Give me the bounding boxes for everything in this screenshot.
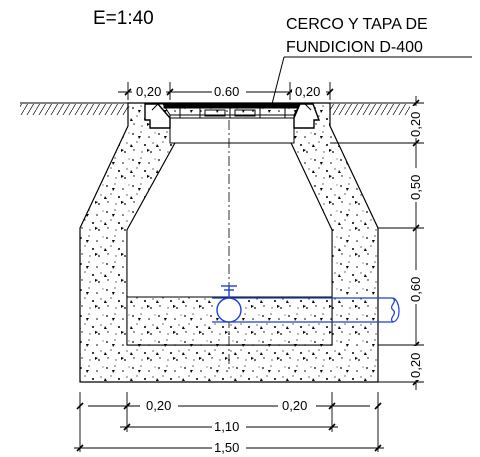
valve-icon — [216, 285, 242, 323]
dim-right-3: 0,60 — [408, 277, 423, 302]
dimension-label-backgrounds — [132, 85, 422, 454]
dim-right-2: 0,50 — [408, 175, 423, 200]
note-leader — [271, 56, 472, 105]
dim-bottom-left: 0,20 — [146, 398, 171, 413]
dim-top-left: 0,20 — [136, 84, 161, 99]
water-pipe — [212, 297, 400, 323]
dim-bottom-inner: 1,10 — [214, 419, 239, 434]
dim-top-center: 0.60 — [214, 84, 239, 99]
dim-bottom-outer: 1,50 — [214, 440, 239, 455]
cover-note-line-2: FUNDICION D-400 — [286, 39, 423, 56]
scale-label: E=1:40 — [93, 8, 154, 29]
dim-right-1: 0,20 — [408, 112, 423, 137]
frame-and-cover — [144, 102, 321, 144]
cover-note-line-1: CERCO Y TAPA DE — [286, 16, 428, 33]
dim-right-4: 0,20 — [408, 353, 423, 378]
dim-top-right: 0,20 — [295, 84, 320, 99]
dim-bottom-right: 0,20 — [282, 398, 307, 413]
